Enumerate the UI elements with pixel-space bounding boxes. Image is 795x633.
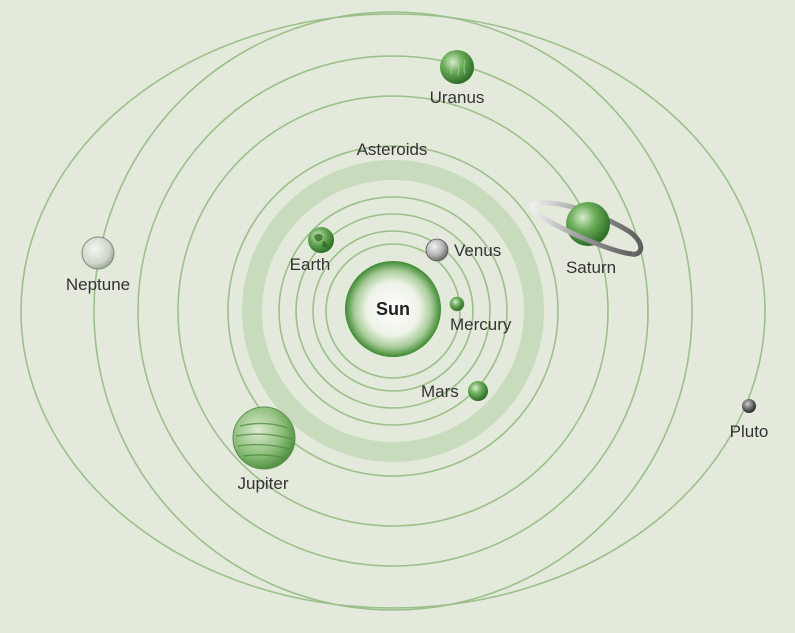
mercury [449,296,465,312]
orbits [20,11,766,611]
venus-label: Venus [454,241,501,260]
venus [425,238,449,262]
orbit-pluto [20,13,766,609]
orbit-uranus [137,55,649,567]
jupiter-bands [235,422,293,459]
uranus [440,50,474,84]
mercury-label: Mercury [450,315,512,334]
jupiter-label: Jupiter [237,474,288,493]
neptune-label: Neptune [66,275,130,294]
jupiter [232,406,296,470]
earth-continents [314,233,328,248]
sun-label: Sun [376,299,410,319]
orbit-saturn [177,95,609,527]
orbit-jupiter [227,145,559,477]
saturn-ring-back [530,200,644,257]
pluto-label: Pluto [730,422,769,441]
orbit-mars [278,196,508,426]
orbit-neptune [93,11,693,611]
asteroids-label: Asteroids [357,140,428,159]
sun [345,261,441,357]
mars-label: Mars [421,382,459,401]
orbit-venus [312,230,474,392]
earth-label: Earth [290,255,331,274]
asteroid-belt [242,160,544,462]
orbit-mercury [325,243,461,379]
uranus-texture [446,55,466,77]
neptune [81,236,115,270]
saturn-label: Saturn [566,258,616,277]
pluto [742,399,756,413]
saturn-ring-front [529,201,633,257]
mars [468,381,488,401]
orbit-earth [295,213,491,409]
uranus-label: Uranus [430,88,485,107]
